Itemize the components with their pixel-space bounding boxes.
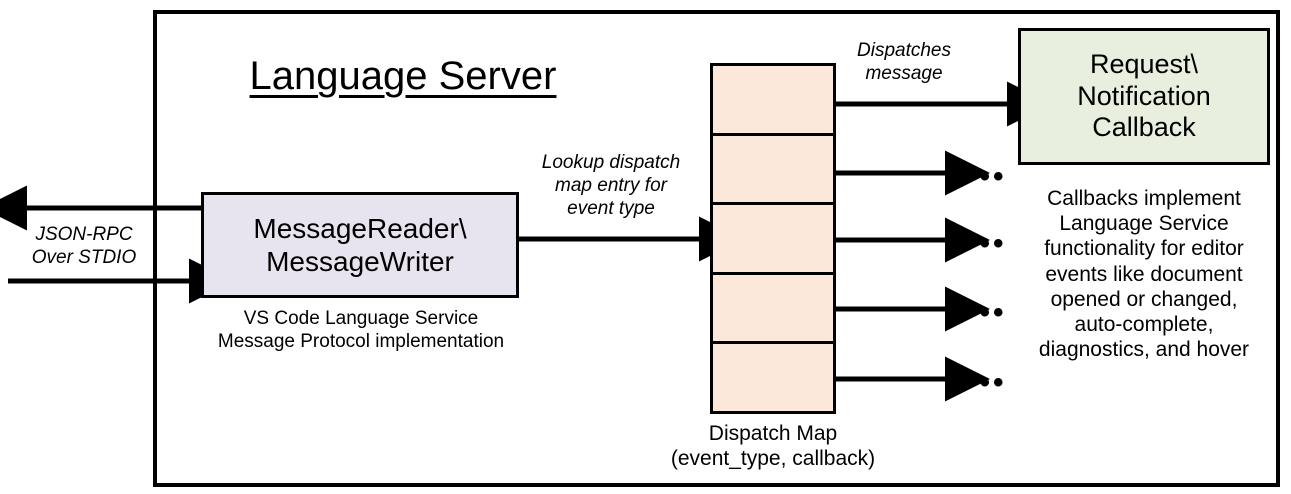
dispatch-map-table[interactable] <box>710 63 836 414</box>
dispatch-map-row-2[interactable] <box>713 136 833 206</box>
dispatch-map-row-5[interactable] <box>713 344 833 411</box>
json-rpc-transport-label: JSON-RPC Over STDIO <box>31 224 137 268</box>
message-reader-writer-label: MessageReader\ MessageWriter <box>253 212 467 277</box>
dispatch-map-row-1[interactable] <box>713 66 833 136</box>
dispatches-message-label: Dispatches message <box>857 40 951 84</box>
dispatch-map-caption: Dispatch Map (event_type, callback) <box>670 422 876 471</box>
callback-description-caption: Callbacks implement Language Service fun… <box>1038 187 1250 362</box>
dispatch-row-4-ellipsis: ••• <box>966 296 1007 329</box>
request-notification-callback-box[interactable]: Request\ Notification Callback <box>1018 28 1270 165</box>
lookup-dispatch-label: Lookup dispatch map entry for event type <box>541 152 681 219</box>
dispatch-row-5-ellipsis: ••• <box>966 366 1007 399</box>
language-server-frame <box>153 10 1280 487</box>
diagram-title: Language Server <box>249 54 557 98</box>
dispatch-row-3-ellipsis: ••• <box>966 227 1007 260</box>
dispatch-row-2-ellipsis: ••• <box>966 160 1007 193</box>
message-reader-writer-caption: VS Code Language Service Message Protoco… <box>217 308 505 352</box>
message-reader-writer-box[interactable]: MessageReader\ MessageWriter <box>201 192 519 298</box>
dispatch-map-row-4[interactable] <box>713 275 833 345</box>
dispatch-map-row-3[interactable] <box>713 205 833 275</box>
request-notification-callback-label: Request\ Notification Callback <box>1077 48 1211 143</box>
